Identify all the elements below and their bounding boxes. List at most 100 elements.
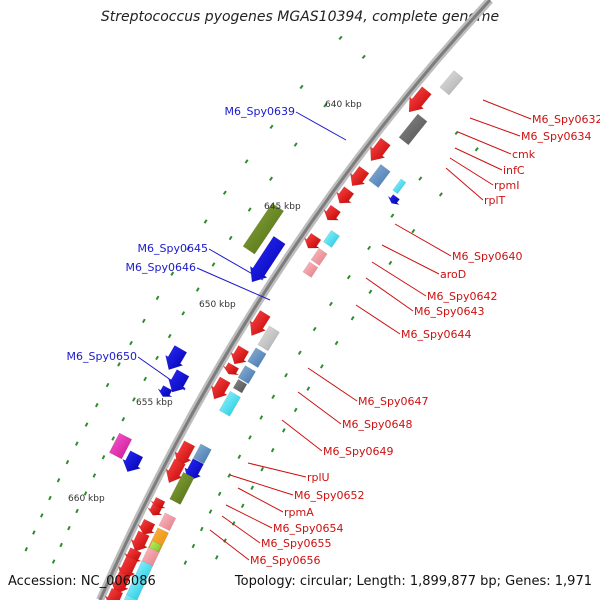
gene-label-rplT[interactable]: rplT: [484, 194, 506, 207]
gene-feature[interactable]: [169, 471, 195, 505]
gene-label-M6_Spy0632[interactable]: M6_Spy0632: [532, 113, 600, 126]
label-leader-line: [209, 529, 250, 561]
gene-feature[interactable]: [165, 458, 186, 484]
label-leader-line: [449, 157, 494, 186]
gene-label-M6_Spy0656[interactable]: M6_Spy0656: [250, 554, 320, 567]
gene-label-M6_Spy0655[interactable]: M6_Spy0655: [261, 537, 331, 550]
tick-mark: [227, 473, 232, 478]
tick-mark: [250, 485, 255, 490]
gene-feature[interactable]: [232, 378, 248, 394]
gene-label-M6_Spy0647[interactable]: M6_Spy0647: [358, 395, 428, 408]
tick-mark: [121, 416, 126, 422]
gene-feature[interactable]: [111, 571, 131, 595]
label-leader-line: [221, 515, 261, 544]
tick-mark: [438, 192, 443, 197]
gene-feature[interactable]: [230, 345, 250, 365]
gene-feature[interactable]: [130, 530, 150, 552]
gene-label-M6_Spy0652[interactable]: M6_Spy0652: [294, 489, 364, 502]
gene-label-rpmA[interactable]: rpmA: [284, 506, 314, 519]
gene-feature[interactable]: [336, 186, 355, 204]
gene-feature[interactable]: [122, 450, 144, 472]
gene-feature[interactable]: [184, 458, 204, 482]
tick-mark: [199, 526, 204, 532]
gene-feature[interactable]: [146, 503, 163, 516]
tick-mark: [48, 495, 52, 501]
tick-mark: [297, 350, 302, 355]
gene-feature[interactable]: [398, 113, 428, 146]
gene-feature[interactable]: [137, 518, 156, 535]
gene-label-M6_Spy0642[interactable]: M6_Spy0642: [427, 290, 497, 303]
gene-feature[interactable]: [249, 235, 286, 283]
tick-mark: [270, 447, 275, 453]
gene-feature[interactable]: [310, 247, 328, 266]
gene-feature[interactable]: [222, 362, 240, 376]
tick-mark: [418, 176, 423, 181]
gene-label-M6_Spy0644[interactable]: M6_Spy0644: [401, 328, 471, 341]
gene-label-M6_Spy0639[interactable]: M6_Spy0639: [225, 105, 295, 118]
gene-feature[interactable]: [192, 443, 212, 465]
tick-mark: [40, 513, 44, 518]
gene-feature[interactable]: [157, 385, 173, 397]
tick-mark: [111, 436, 115, 441]
gene-feature[interactable]: [392, 178, 407, 195]
tick-mark: [74, 441, 79, 446]
gene-feature[interactable]: [237, 365, 256, 385]
gene-label-rpmI[interactable]: rpmI: [494, 179, 519, 192]
tick-mark: [237, 454, 242, 460]
gene-feature[interactable]: [303, 232, 322, 249]
gene-label-M6_Spy0648[interactable]: M6_Spy0648: [342, 418, 412, 431]
tick-mark: [208, 509, 213, 514]
gene-feature[interactable]: [370, 137, 391, 162]
gene-feature[interactable]: [104, 587, 124, 600]
gene-label-M6_Spy0643[interactable]: M6_Spy0643: [414, 305, 484, 318]
gene-label-infC[interactable]: infC: [503, 164, 525, 177]
gene-label-M6_Spy0640[interactable]: M6_Spy0640: [452, 250, 522, 263]
gene-feature[interactable]: [368, 164, 391, 188]
tick-mark: [281, 428, 286, 433]
tick-mark: [388, 260, 393, 266]
tick-mark: [248, 435, 252, 440]
gene-feature[interactable]: [323, 229, 340, 248]
gene-label-M6_Spy0650[interactable]: M6_Spy0650: [67, 350, 137, 363]
tick-mark: [183, 560, 188, 565]
tick-mark: [214, 555, 219, 560]
gene-feature[interactable]: [158, 512, 177, 532]
gene-label-cmk[interactable]: cmk: [512, 148, 536, 161]
tick-mark: [244, 159, 249, 164]
accession-text: Accession: NC_006086: [8, 574, 156, 589]
gene-feature[interactable]: [218, 390, 241, 417]
tick-mark: [32, 530, 36, 535]
gene-label-M6_Spy0654[interactable]: M6_Spy0654: [273, 522, 343, 535]
gene-feature[interactable]: [257, 325, 280, 352]
gene-label-rplU[interactable]: rplU: [307, 471, 330, 484]
gene-label-M6_Spy0649[interactable]: M6_Spy0649: [323, 445, 393, 458]
gene-feature[interactable]: [174, 440, 196, 467]
gene-feature[interactable]: [119, 594, 138, 600]
tick-mark: [132, 397, 136, 402]
gene-feature[interactable]: [408, 86, 432, 113]
gene-feature[interactable]: [249, 310, 271, 336]
gene-label-M6_Spy0646[interactable]: M6_Spy0646: [126, 261, 196, 274]
gene-feature[interactable]: [165, 345, 188, 371]
label-leader-line: [137, 356, 186, 391]
gene-label-M6_Spy0645[interactable]: M6_Spy0645: [138, 242, 208, 255]
gene-feature[interactable]: [210, 376, 231, 400]
tick-mark: [368, 289, 373, 294]
label-leader-line: [237, 487, 284, 513]
gene-feature[interactable]: [350, 165, 370, 187]
label-leader-line: [371, 261, 427, 297]
gene-feature[interactable]: [242, 202, 285, 255]
label-leader-line: [196, 267, 271, 301]
tick-mark: [231, 521, 236, 526]
gene-feature[interactable]: [247, 347, 267, 368]
gene-label-aroD[interactable]: aroD: [440, 268, 466, 281]
gene-feature[interactable]: [302, 261, 319, 278]
gene-label-M6_Spy0634[interactable]: M6_Spy0634: [521, 130, 591, 143]
label-leader-line: [281, 419, 323, 452]
gene-feature[interactable]: [108, 432, 133, 460]
gene-feature[interactable]: [439, 70, 464, 96]
gene-feature[interactable]: [323, 204, 341, 221]
gene-feature[interactable]: [387, 194, 400, 205]
tick-mark: [75, 508, 79, 514]
